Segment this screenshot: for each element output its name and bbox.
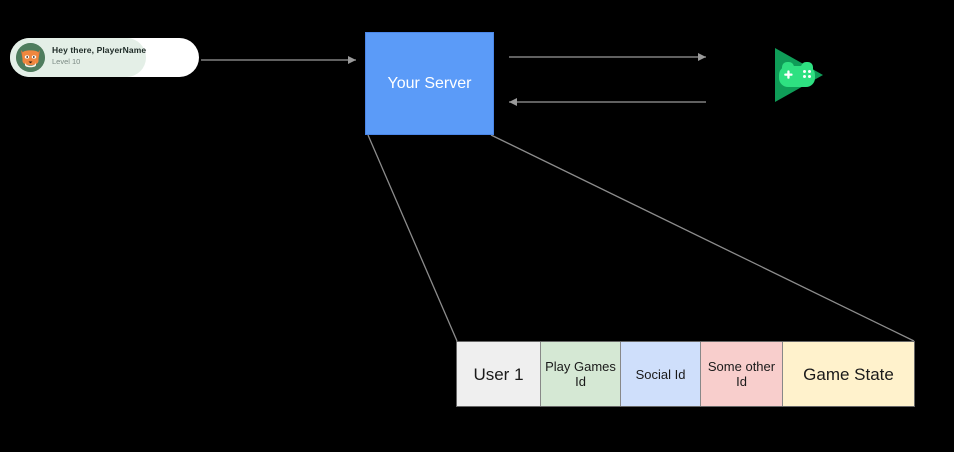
table-cell-social-id: Social Id: [621, 342, 701, 406]
table-cell-play-games-id: Play Games Id: [541, 342, 621, 406]
player-greeting-text: Hey there, PlayerName: [52, 45, 147, 55]
google-play-games-icon[interactable]: [773, 46, 828, 104]
user-record-table: User 1 Play Games Id Social Id Some othe…: [456, 341, 915, 407]
table-cell-game-state: Game State: [783, 342, 914, 406]
player-greeting-card[interactable]: Hey there, PlayerName Level 10: [10, 38, 199, 77]
fox-avatar-icon: [16, 43, 45, 72]
table-cell-user: User 1: [457, 342, 541, 406]
connector-server-to-table-right: [490, 134, 915, 342]
connector-server-to-table-left: [367, 134, 458, 342]
table-cell-some-other-id: Some other Id: [701, 342, 783, 406]
player-card-text: Hey there, PlayerName Level 10: [52, 45, 146, 67]
your-server-label: Your Server: [387, 75, 472, 92]
player-level-text: Level 10: [52, 57, 81, 66]
your-server-node[interactable]: Your Server: [365, 32, 494, 135]
